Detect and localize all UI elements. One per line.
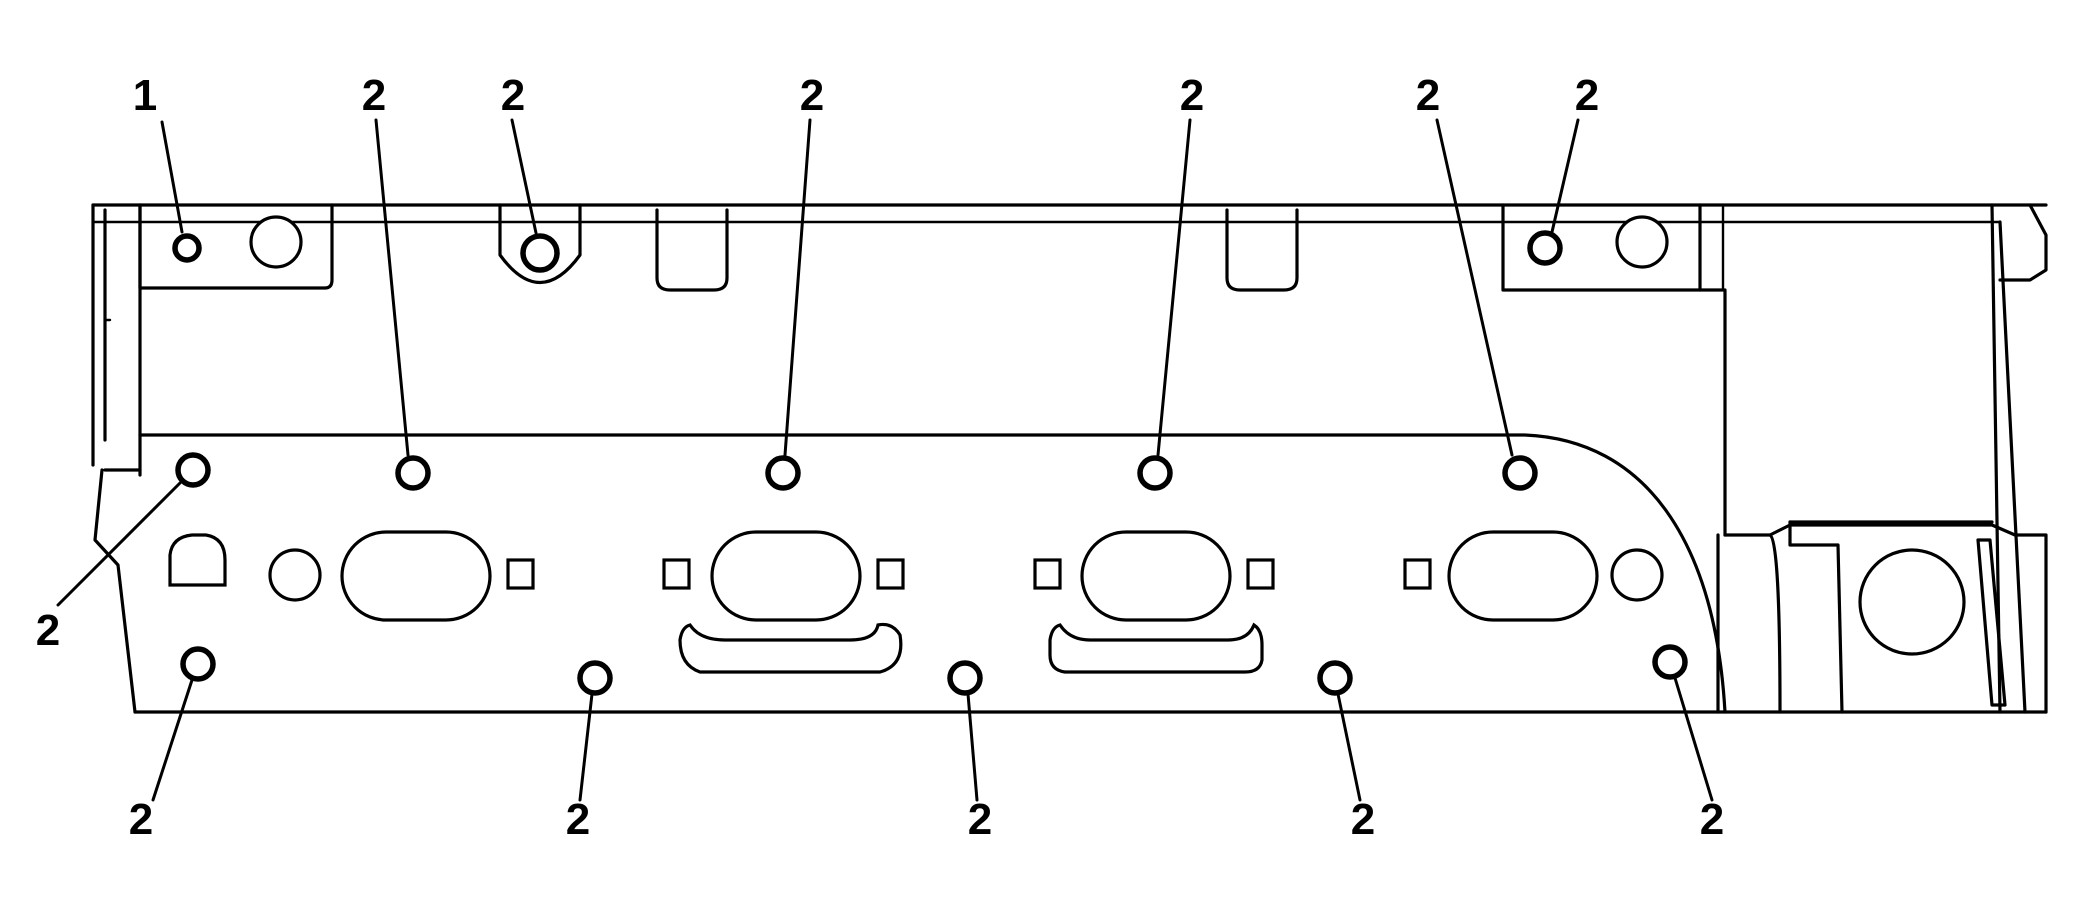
bolt-hole-2 <box>1137 455 1173 491</box>
bolt-holes <box>172 230 1688 696</box>
coolant-port-holes <box>168 215 1669 602</box>
callout-2: 2 <box>566 795 590 844</box>
leader-lines <box>56 118 1714 802</box>
bolt-hole-2 <box>1502 455 1538 491</box>
bolt-hole-2 <box>765 455 801 491</box>
bolt-hole-2 <box>1527 230 1563 266</box>
callout-1: 1 <box>133 71 157 120</box>
callout-2: 2 <box>501 71 525 120</box>
callout-2: 2 <box>1351 795 1375 844</box>
callout-2: 2 <box>1575 71 1599 120</box>
callout-2: 2 <box>800 71 824 120</box>
bolt-hole-2 <box>947 660 983 696</box>
callout-2: 2 <box>36 606 60 655</box>
bolt-hole-2 <box>175 452 211 488</box>
lower-coolant-slots <box>678 622 1264 674</box>
bolt-hole-2 <box>180 646 216 682</box>
callout-2: 2 <box>968 795 992 844</box>
callout-2: 2 <box>1700 795 1724 844</box>
cylinder-head-outline <box>91 203 2048 714</box>
bolt-hole-2 <box>1652 644 1688 680</box>
bolt-hole-2 <box>577 660 613 696</box>
bolt-hole-2 <box>1317 660 1353 696</box>
bolt-hole-1 <box>172 233 202 263</box>
callout-2: 2 <box>1416 71 1440 120</box>
bolt-hole-2 <box>520 233 560 273</box>
callout-labels: 1 2 2 2 2 2 2 2 2 2 2 2 2 <box>36 71 1724 844</box>
callout-2: 2 <box>362 71 386 120</box>
callout-2: 2 <box>129 795 153 844</box>
bolt-hole-2 <box>395 455 431 491</box>
callout-2: 2 <box>1180 71 1204 120</box>
square-oil-passages <box>506 558 1432 590</box>
combustion-chamber-openings <box>340 530 1599 622</box>
